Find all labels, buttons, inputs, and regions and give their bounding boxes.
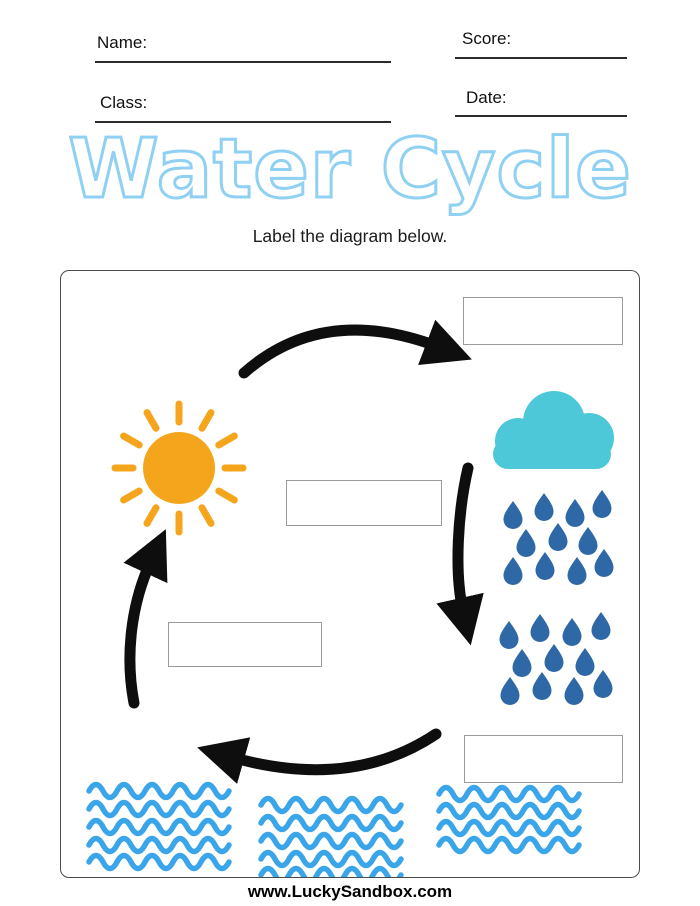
cycle-arrow-icon-top xyxy=(238,319,472,379)
label-box-left[interactable] xyxy=(168,622,322,667)
score-label: Score: xyxy=(462,29,512,48)
date-input-line[interactable] xyxy=(455,115,627,117)
raindrops-group-2 xyxy=(499,612,613,705)
score-input-line[interactable] xyxy=(455,57,627,59)
label-box-top-right[interactable] xyxy=(463,297,623,345)
water-waves-icon-right xyxy=(439,788,579,852)
class-label: Class: xyxy=(100,93,148,112)
cycle-arrow-icon-left-up xyxy=(123,529,168,709)
date-label: Date: xyxy=(466,88,507,107)
water-waves-icon-center xyxy=(261,799,401,878)
water-cycle-illustration xyxy=(61,319,614,878)
cycle-arrow-icon-bottom xyxy=(197,728,442,784)
raindrops-group-1 xyxy=(503,490,614,585)
cycle-arrow-icon-right-down xyxy=(436,462,484,646)
name-label: Name: xyxy=(97,33,148,52)
diagram-frame xyxy=(60,270,640,878)
sun-icon xyxy=(111,400,247,536)
instruction-text: Label the diagram below. xyxy=(252,226,448,246)
name-input-line[interactable] xyxy=(95,61,391,63)
label-box-bottom-right[interactable] xyxy=(464,735,623,783)
cloud-icon xyxy=(493,391,614,469)
footer-url: www.LuckySandbox.com xyxy=(247,882,453,901)
page-title: Water Cycle xyxy=(67,121,633,219)
water-waves-icon-left xyxy=(89,785,229,869)
class-input-line[interactable] xyxy=(95,121,391,123)
label-box-middle[interactable] xyxy=(286,480,442,526)
